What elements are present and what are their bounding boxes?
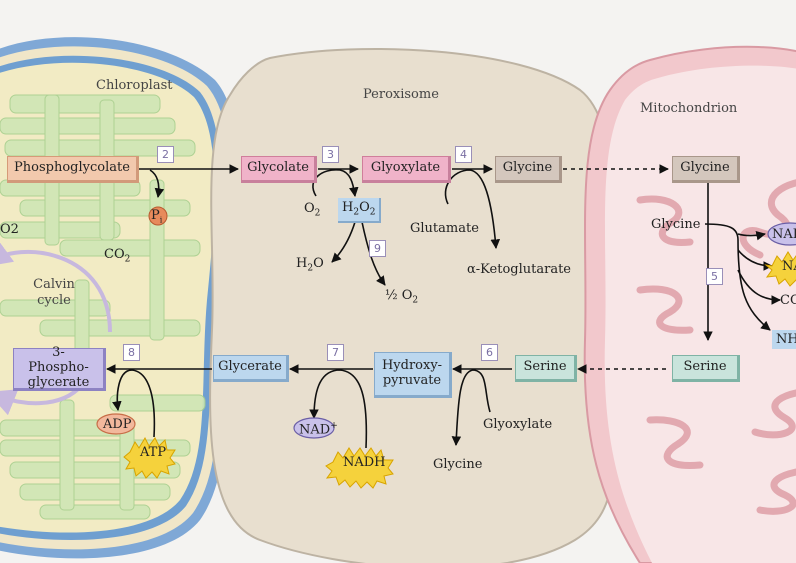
mito-nad-ellipse [767,222,796,246]
serine-peroxisome-box: Serine [515,355,577,382]
adp-label: ADP [103,417,132,432]
chloroplast-label: Chloroplast [96,78,173,93]
glycine-peroxisome-box: Glycine [495,156,562,183]
pi-circle [148,206,168,226]
ketoglutarate-label: α-Ketoglutarate [467,262,571,277]
peroxisome-label: Peroxisome [363,87,439,102]
glycine-side-label: Glycine [433,457,483,472]
glycine-mitochondrion-box: Glycine [672,156,740,183]
adp-ellipse [96,413,136,435]
nadh-starburst [325,447,394,489]
glyoxylate-box: Glyoxylate [362,156,451,183]
calvin-cycle-label: Calvin cycle [33,277,75,309]
mito-glycine-label: Glycine [651,217,701,232]
h2o2-box: H2O2 [338,198,382,223]
phosphoglycolate-box: Phosphoglycolate [7,156,139,183]
mitochondrion [583,45,796,563]
step-3-badge: 3 [322,146,339,163]
glycolate-box: Glycolate [241,156,317,183]
mito-nad-label: NAD [772,227,796,242]
mito-co2-label: CO [780,293,796,308]
step-7-badge: 7 [327,344,344,361]
hydroxypyruvate-box: Hydroxy-pyruvate [374,352,452,398]
co2-chloroplast-label: CO2 [104,247,131,265]
half-o2-label: ½ O2 [385,288,419,306]
atp-label: ATP [140,445,167,460]
peroxisome [209,47,614,563]
mito-nadh-label: NA [782,259,796,274]
pathway-arrows [106,164,781,449]
mito-nh-label: NH [772,330,796,349]
glutamate-label: Glutamate [410,221,479,236]
mito-nadh-starburst [764,251,796,287]
step-5-badge: 5 [706,268,723,285]
serine-mitochondrion-box: Serine [672,355,740,382]
atp-starburst [123,436,176,479]
step-9-badge: 9 [369,240,386,257]
glyoxylate-side-label: Glyoxylate [483,417,553,432]
pi-label: Pi [151,208,163,225]
mitochondrion-label: Mitochondrion [640,101,738,116]
o2-chloroplast-label: O2 [0,222,19,237]
nadh-label: NADH [343,455,386,470]
glycerate-box: Glycerate [213,355,289,382]
step-2-badge: 2 [157,146,174,163]
h2o-label: H2O [296,256,324,274]
step-6-badge: 6 [481,344,498,361]
o2-label: O2 [304,201,321,219]
step-8-badge: 8 [123,344,140,361]
phosphoglycerate-box: 3-Phospho-glycerate [13,345,106,391]
nad-label: NAD+ [299,421,338,438]
step-4-badge: 4 [455,146,472,163]
nad-ellipse [293,417,335,439]
